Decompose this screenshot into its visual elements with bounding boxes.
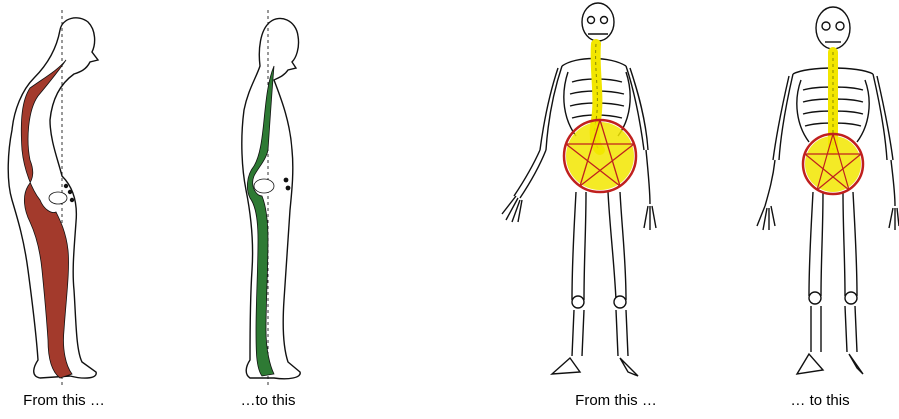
posture-after-figure xyxy=(200,0,340,390)
skeleton-after-caption: … to this xyxy=(760,392,880,409)
posture-after-caption: …to this xyxy=(208,392,328,409)
posture-before-caption: From this … xyxy=(4,392,124,409)
skeleton-before-caption: From this … xyxy=(556,392,676,409)
skeleton-before-figure xyxy=(480,0,660,390)
posture-before-figure xyxy=(0,0,150,390)
skeleton-after-figure xyxy=(745,0,899,390)
